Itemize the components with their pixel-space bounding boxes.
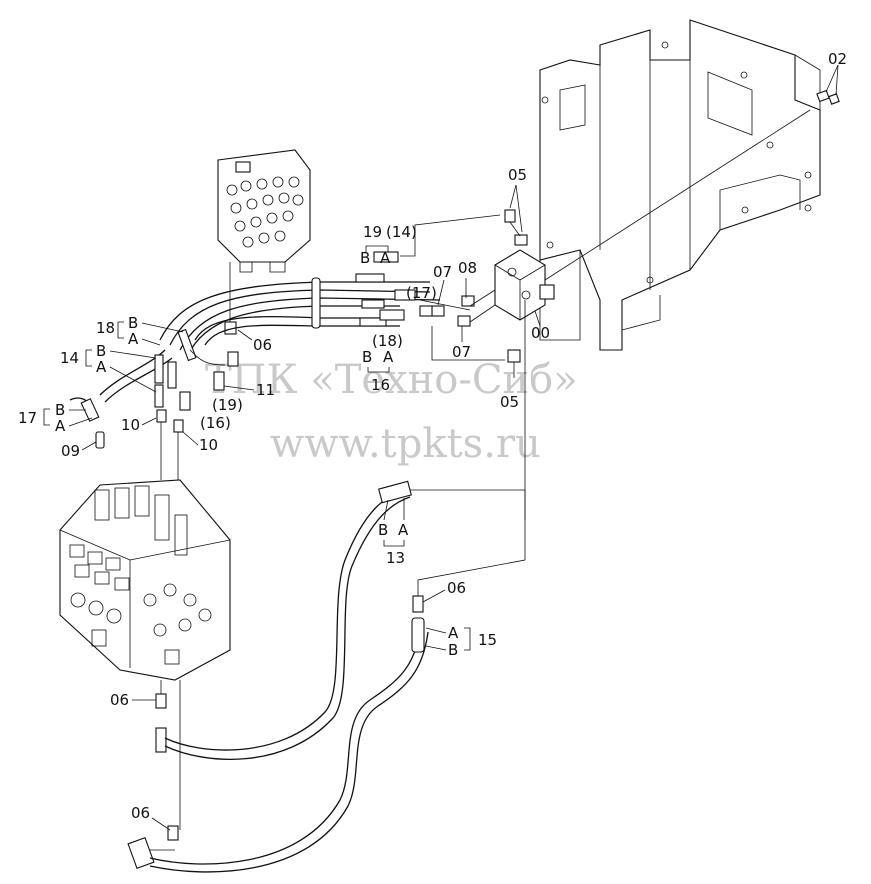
port-a-13: A (398, 521, 409, 539)
callout-06-low: 06 (110, 691, 129, 709)
callout-11: 11 (256, 381, 275, 399)
fitting-06-bottom (127, 825, 179, 869)
port-b-15: B (448, 641, 458, 659)
callout-00: 00 (531, 324, 550, 342)
callout-07-bottom: 07 (452, 343, 471, 361)
callout-17-left: 17 (18, 409, 37, 427)
watermark-url: www.tpkts.ru (270, 421, 541, 467)
port-a-14: A (96, 358, 107, 376)
port-b-13: B (378, 521, 388, 539)
main-control-valve (59, 479, 231, 681)
callout-08: 08 (458, 259, 477, 277)
callout-06-bottom: 06 (131, 804, 150, 822)
port-b-18: B (128, 314, 138, 332)
valve-block-00 (494, 249, 555, 327)
watermark-company: ТПК «Техно-Сиб» (205, 357, 578, 403)
cap-09 (95, 431, 105, 449)
callout-14-paren: (14) (386, 223, 417, 241)
port-a-17: A (55, 417, 66, 435)
port-a-19: A (380, 249, 391, 267)
port-b-17: B (55, 401, 65, 419)
callout-10-right: 10 (199, 436, 218, 454)
port-a-15: A (448, 624, 459, 642)
elbow-fitting-05-top (504, 209, 528, 246)
callout-16: 16 (371, 376, 390, 394)
callout-18-paren: (18) (372, 332, 403, 350)
fittings-10 (156, 409, 184, 490)
callout-10-left: 10 (121, 416, 140, 434)
port-a-18: A (128, 330, 139, 348)
callout-18-left: 18 (96, 319, 115, 337)
elbow-fitting-07-08 (431, 289, 496, 327)
callout-07-top: 07 (433, 263, 452, 281)
pilot-hose-bundle (99, 214, 505, 403)
port-b-14: B (96, 342, 106, 360)
callout-19-paren: (19) (212, 396, 243, 414)
hose-15 (149, 300, 526, 873)
fitting-06-low (155, 680, 181, 830)
callout-19-top: 19 (363, 223, 382, 241)
callout-17-paren: (17) (406, 284, 437, 302)
port-b-16: B (362, 348, 372, 366)
port-b-19: B (360, 249, 370, 267)
fitting-06-pilot (224, 321, 253, 341)
callout-06-pilot: 06 (253, 336, 272, 354)
hose-17 (69, 397, 100, 422)
callout-05-bottom: 05 (500, 393, 519, 411)
callout-02: 02 (828, 50, 847, 68)
callout-09: 09 (61, 442, 80, 460)
port-a-16: A (383, 348, 394, 366)
bolt-02 (816, 64, 840, 105)
callout-13: 13 (386, 549, 405, 567)
elbow-fitting-05-bottom (507, 349, 521, 378)
mounting-bracket (539, 19, 821, 351)
callout-15: 15 (478, 631, 497, 649)
callout-06-mid: 06 (447, 579, 466, 597)
pilot-valve (217, 149, 311, 273)
hose-ends-left (154, 328, 239, 411)
callout-14-left: 14 (60, 349, 79, 367)
callout-16-paren: (16) (200, 414, 231, 432)
callout-05-top: 05 (508, 166, 527, 184)
